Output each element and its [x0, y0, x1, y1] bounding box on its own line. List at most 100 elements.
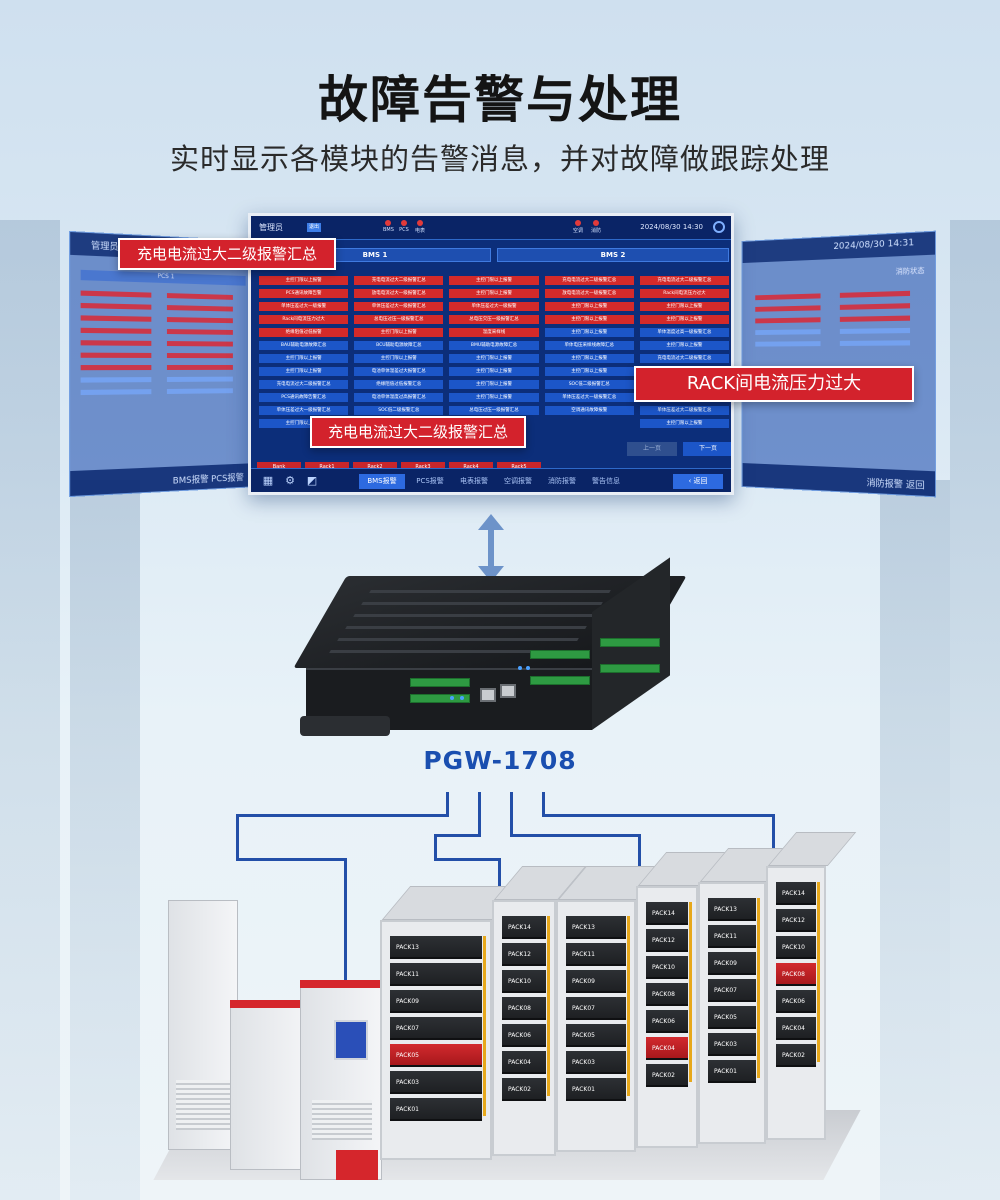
alarm-cell[interactable]: 电池单体温差过大报警汇总: [354, 367, 444, 376]
tab-bms-alarm[interactable]: BMS报警: [359, 474, 405, 489]
next-page-button[interactable]: 下一页: [683, 442, 731, 456]
alarm-cell[interactable]: SOC低二级报警汇总: [544, 380, 634, 389]
tab-warning-info[interactable]: 警告信息: [592, 477, 620, 485]
alarm-cell[interactable]: Rack间电流压力过大: [259, 315, 349, 324]
battery-pack: PACK07: [566, 997, 626, 1020]
alarm-cell[interactable]: 主控门限以上报警: [544, 302, 634, 311]
alarm-cell[interactable]: PCS通讯故障告警汇总: [259, 393, 349, 402]
alarm-cell[interactable]: 主控门限以上报警: [449, 276, 539, 285]
alarm-cell[interactable]: 主控门限以上报警: [259, 367, 349, 376]
alarm-cell[interactable]: 单体压差过大一级报警汇总: [259, 406, 349, 415]
alarm-cell[interactable]: 主控门限以上报警: [449, 367, 539, 376]
pack-cable: [547, 916, 550, 1096]
back-button[interactable]: ‹ 返回: [673, 474, 723, 489]
battery-pack: PACK05: [566, 1024, 626, 1047]
alarm-cell[interactable]: Rack间电流压力过大: [639, 289, 730, 298]
battery-pack: PACK09: [708, 952, 756, 975]
alarm-cell[interactable]: 空调通讯故障报警: [544, 406, 634, 415]
rack-tab[interactable]: Rack2: [353, 462, 397, 473]
alarm-cell[interactable]: 单体压差过大一级报警: [259, 302, 349, 311]
alarm-cell[interactable]: 主控门限以上报警: [259, 419, 349, 428]
tab-fire-alarm[interactable]: 消防报警: [548, 477, 576, 485]
rack-tab[interactable]: Rack4: [449, 462, 493, 473]
alarm-cell[interactable]: 绝缘阻值过低报警汇总: [354, 380, 444, 389]
alarm-cell[interactable]: 主控门限以上报警: [544, 328, 634, 337]
alarm-cell[interactable]: 主控门限以上报警: [449, 289, 539, 298]
alarm-cell[interactable]: SOC低二级报警汇总: [354, 406, 444, 415]
battery-pack: PACK12: [646, 929, 688, 952]
rack-tabs: Bank Rack1 Rack2 Rack3 Rack4 Rack5: [257, 462, 541, 473]
alarm-cell[interactable]: 放电电流过大一级报警汇总: [544, 289, 634, 298]
rack-tab[interactable]: Rack5: [497, 462, 541, 473]
alarm-cell[interactable]: 总电压过压一级报警汇总: [354, 315, 444, 324]
user-label: 管理员: [259, 223, 283, 232]
alarm-cell[interactable]: 充电电流过大二级报警汇总: [639, 354, 730, 363]
alarm-cell[interactable]: 主控门限以上报警: [639, 315, 730, 324]
alarm-cell[interactable]: 单体电压采样线故障汇总: [544, 341, 634, 350]
pack-cable: [757, 898, 760, 1078]
alarm-cell[interactable]: 单体压差过大二级报警汇总: [639, 406, 730, 415]
alarm-cell[interactable]: 充电电流过大二级报警汇总: [259, 380, 349, 389]
heat-fin: [337, 638, 579, 641]
calculator-icon[interactable]: ▦: [262, 474, 274, 487]
alarm-cell[interactable]: 单体压差过大一级报警汇总: [354, 302, 444, 311]
alarm-cell[interactable]: 充电电流过大二级报警汇总: [544, 276, 634, 285]
alarm-cell[interactable]: 充电电流过大二级报警汇总: [354, 276, 444, 285]
tab-ac-alarm[interactable]: 空调报警: [504, 477, 532, 485]
wire: [434, 834, 481, 837]
alarm-cell[interactable]: BAU辅助电源故障汇总: [259, 341, 349, 350]
refresh-icon[interactable]: [713, 221, 725, 233]
alarm-cell[interactable]: BCU辅助电源故障汇总: [354, 341, 444, 350]
alarm-cell[interactable]: 主控门限以上报警: [639, 341, 730, 350]
alarm-cell[interactable]: 主控门限以上报警: [449, 354, 539, 363]
alarm-cell[interactable]: 主控门限以上报警: [544, 315, 634, 324]
alarm-cell[interactable]: 主控门限以上报警: [544, 367, 634, 376]
rack-tab[interactable]: Rack1: [305, 462, 349, 473]
alarm-cell[interactable]: 放电电流过大一级报警汇总: [354, 289, 444, 298]
alarm-cell[interactable]: 单体压差过大一级报警: [449, 302, 539, 311]
battery-pack: PACK11: [566, 943, 626, 966]
alarm-cell[interactable]: 总电压欠压一级报警汇总: [449, 315, 539, 324]
arrow-up-icon: [478, 514, 504, 530]
tab-pcs-alarm[interactable]: PCS报警: [416, 477, 444, 485]
alarm-cell[interactable]: BMU辅助电源故障汇总: [449, 341, 539, 350]
tab-meter-alarm[interactable]: 电表报警: [460, 477, 488, 485]
alarm-cell[interactable]: 绝缘阻值过低报警: [259, 328, 349, 337]
pcs-cabinet: [230, 1000, 310, 1170]
alarm-cell[interactable]: 主控门限以上报警: [259, 354, 349, 363]
wire: [510, 792, 513, 836]
alarm-cell[interactable]: 主控门限以上报警: [449, 380, 539, 389]
tab-bms-2[interactable]: BMS 2: [497, 248, 729, 262]
alarm-cell[interactable]: 单体温度过高一级报警汇总: [639, 328, 730, 337]
rack-tab[interactable]: Bank: [257, 462, 301, 473]
ghost-bar: [80, 290, 152, 298]
logout-badge[interactable]: 退出: [307, 223, 321, 232]
battery-pack: PACK01: [566, 1078, 626, 1101]
cabinet-display: [334, 1020, 368, 1060]
battery-pack: PACK06: [646, 1010, 688, 1033]
rack-tab[interactable]: Rack3: [401, 462, 445, 473]
alarm-cell[interactable]: PCS通讯故障告警: [259, 289, 349, 298]
alarm-cell[interactable]: 主控门限以上报警: [639, 302, 730, 311]
alarm-cell[interactable]: 电池单体温度过高报警汇总: [354, 393, 444, 402]
alarm-cell[interactable]: 主控门限以上报警: [259, 276, 349, 285]
alarm-cell[interactable]: 温度采样线: [449, 328, 539, 337]
alarm-cell[interactable]: 单体压差过大一级报警汇总: [544, 393, 634, 402]
battery-pack: PACK07: [708, 979, 756, 1002]
wire: [510, 834, 640, 837]
pack-cable: [627, 916, 630, 1096]
settings-icon[interactable]: ⚙: [285, 474, 295, 487]
alarm-cell[interactable]: 总电压过压一级报警汇总: [449, 406, 539, 415]
battery-pack-alarm: PACK08: [776, 963, 816, 986]
alarm-cell[interactable]: 主控门限以上报警: [449, 393, 539, 402]
alarm-cell[interactable]: 主控门限以上报警: [639, 419, 730, 428]
heat-fin: [345, 626, 587, 629]
alarm-cell[interactable]: 主控门限以上报警: [544, 354, 634, 363]
status-lamp-fire: 消防: [591, 220, 601, 236]
alarm-cell[interactable]: 充电电流过大二级报警汇总: [639, 276, 730, 285]
alarm-cell[interactable]: 主控门限以上报警: [354, 354, 444, 363]
prev-page-button[interactable]: 上一页: [627, 442, 677, 456]
chart-icon[interactable]: ◩: [306, 474, 318, 487]
alarm-cell[interactable]: 主控门限以上报警: [354, 328, 444, 337]
